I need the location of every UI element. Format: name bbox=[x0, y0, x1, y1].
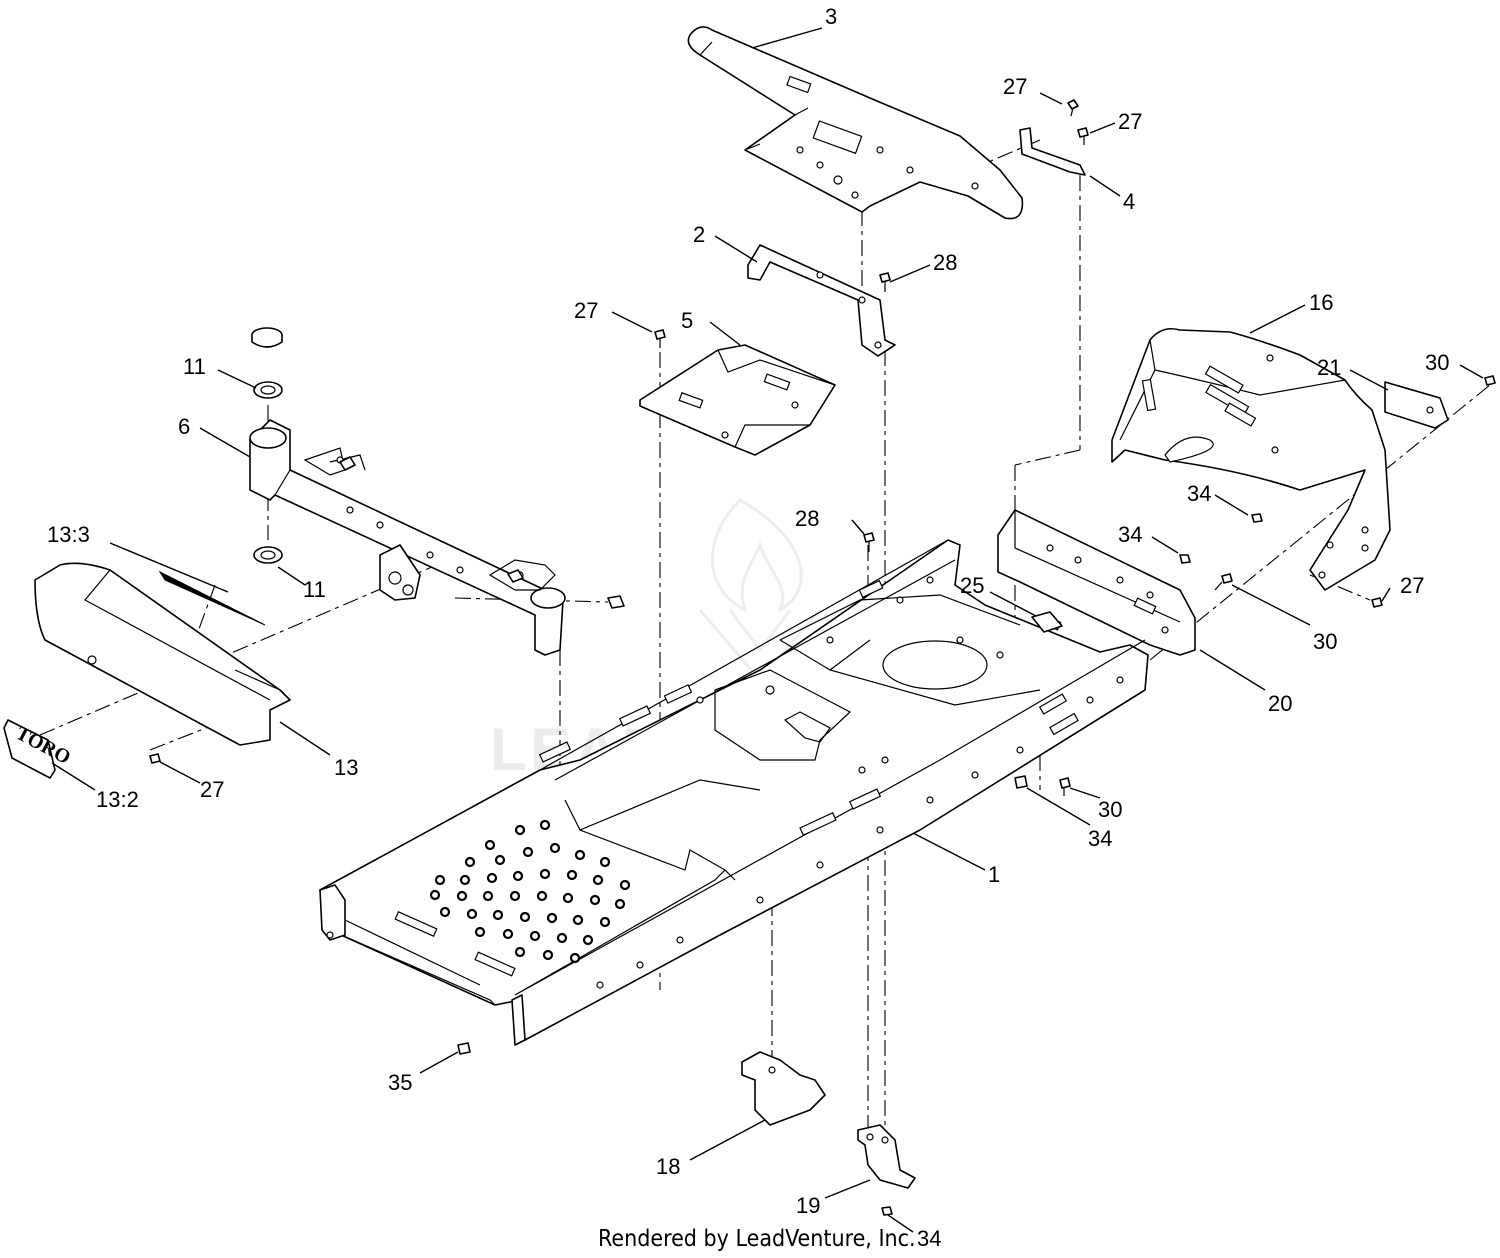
callout-labels: 3 27 27 4 2 28 27 5 16 21 30 11 6 13:3 1… bbox=[47, 4, 1449, 1251]
callout-16: 16 bbox=[1309, 290, 1333, 315]
callout-27-a: 27 bbox=[1003, 74, 1027, 99]
callout-34-d: 34 bbox=[917, 1226, 941, 1251]
floor-dimples bbox=[429, 819, 631, 964]
callout-27-e: 27 bbox=[200, 777, 224, 802]
pan-bracket-part-5 bbox=[639, 344, 836, 456]
callout-20: 20 bbox=[1268, 691, 1292, 716]
render-credit: Rendered by LeadVenture, Inc. bbox=[598, 1226, 916, 1252]
callout-6: 6 bbox=[178, 414, 190, 439]
callout-34-b: 34 bbox=[1118, 522, 1142, 547]
callout-35: 35 bbox=[388, 1070, 412, 1095]
callout-34-c: 34 bbox=[1088, 826, 1112, 851]
callout-27-d: 27 bbox=[1400, 573, 1424, 598]
callout-30-c: 30 bbox=[1098, 797, 1122, 822]
main-frame-part-1 bbox=[319, 539, 1149, 1046]
callout-4: 4 bbox=[1123, 189, 1135, 214]
callout-18: 18 bbox=[656, 1154, 680, 1179]
leader-lines bbox=[51, 27, 1484, 1233]
callout-1: 1 bbox=[988, 862, 1000, 887]
assembly-centerlines bbox=[39, 139, 1491, 1180]
front-axle-part-6 bbox=[249, 419, 566, 656]
callout-27-b: 27 bbox=[1118, 109, 1142, 134]
front-cover-part-13 bbox=[34, 562, 291, 746]
callout-13-2: 13:2 bbox=[96, 787, 139, 812]
callout-34-a: 34 bbox=[1187, 481, 1211, 506]
crossmember-part-20 bbox=[997, 509, 1196, 656]
callout-30-b: 30 bbox=[1313, 629, 1337, 654]
callout-3: 3 bbox=[825, 4, 837, 29]
bracket-part-19 bbox=[857, 1124, 916, 1189]
bearing-part-11-top bbox=[251, 327, 283, 399]
callout-5: 5 bbox=[681, 308, 693, 333]
bearing-part-11-bottom bbox=[253, 546, 283, 564]
callout-11-b: 11 bbox=[303, 577, 326, 602]
bracket-part-4 bbox=[1019, 127, 1086, 176]
plate-part-21 bbox=[1384, 381, 1449, 429]
bracket-part-18 bbox=[741, 1051, 826, 1126]
callout-25: 25 bbox=[960, 573, 984, 598]
plate-part-25 bbox=[1031, 611, 1063, 633]
callout-2: 2 bbox=[693, 222, 705, 247]
callout-13-3: 13:3 bbox=[47, 522, 90, 547]
callout-28-b: 28 bbox=[795, 506, 819, 531]
upper-plate-part-3 bbox=[687, 26, 1024, 220]
hardware bbox=[149, 99, 1496, 1216]
toro-decal-part-13-2: TORO bbox=[3, 719, 74, 779]
callout-30-a: 30 bbox=[1425, 350, 1449, 375]
bent-bracket-part-2 bbox=[747, 244, 896, 357]
callout-21: 21 bbox=[1317, 355, 1341, 380]
callout-11-a: 11 bbox=[183, 354, 206, 379]
seat-bracket-part-16 bbox=[1111, 327, 1391, 591]
callout-13: 13 bbox=[334, 755, 358, 780]
callout-27-c: 27 bbox=[574, 298, 598, 323]
callout-28-a: 28 bbox=[933, 250, 957, 275]
callout-19: 19 bbox=[796, 1193, 820, 1218]
